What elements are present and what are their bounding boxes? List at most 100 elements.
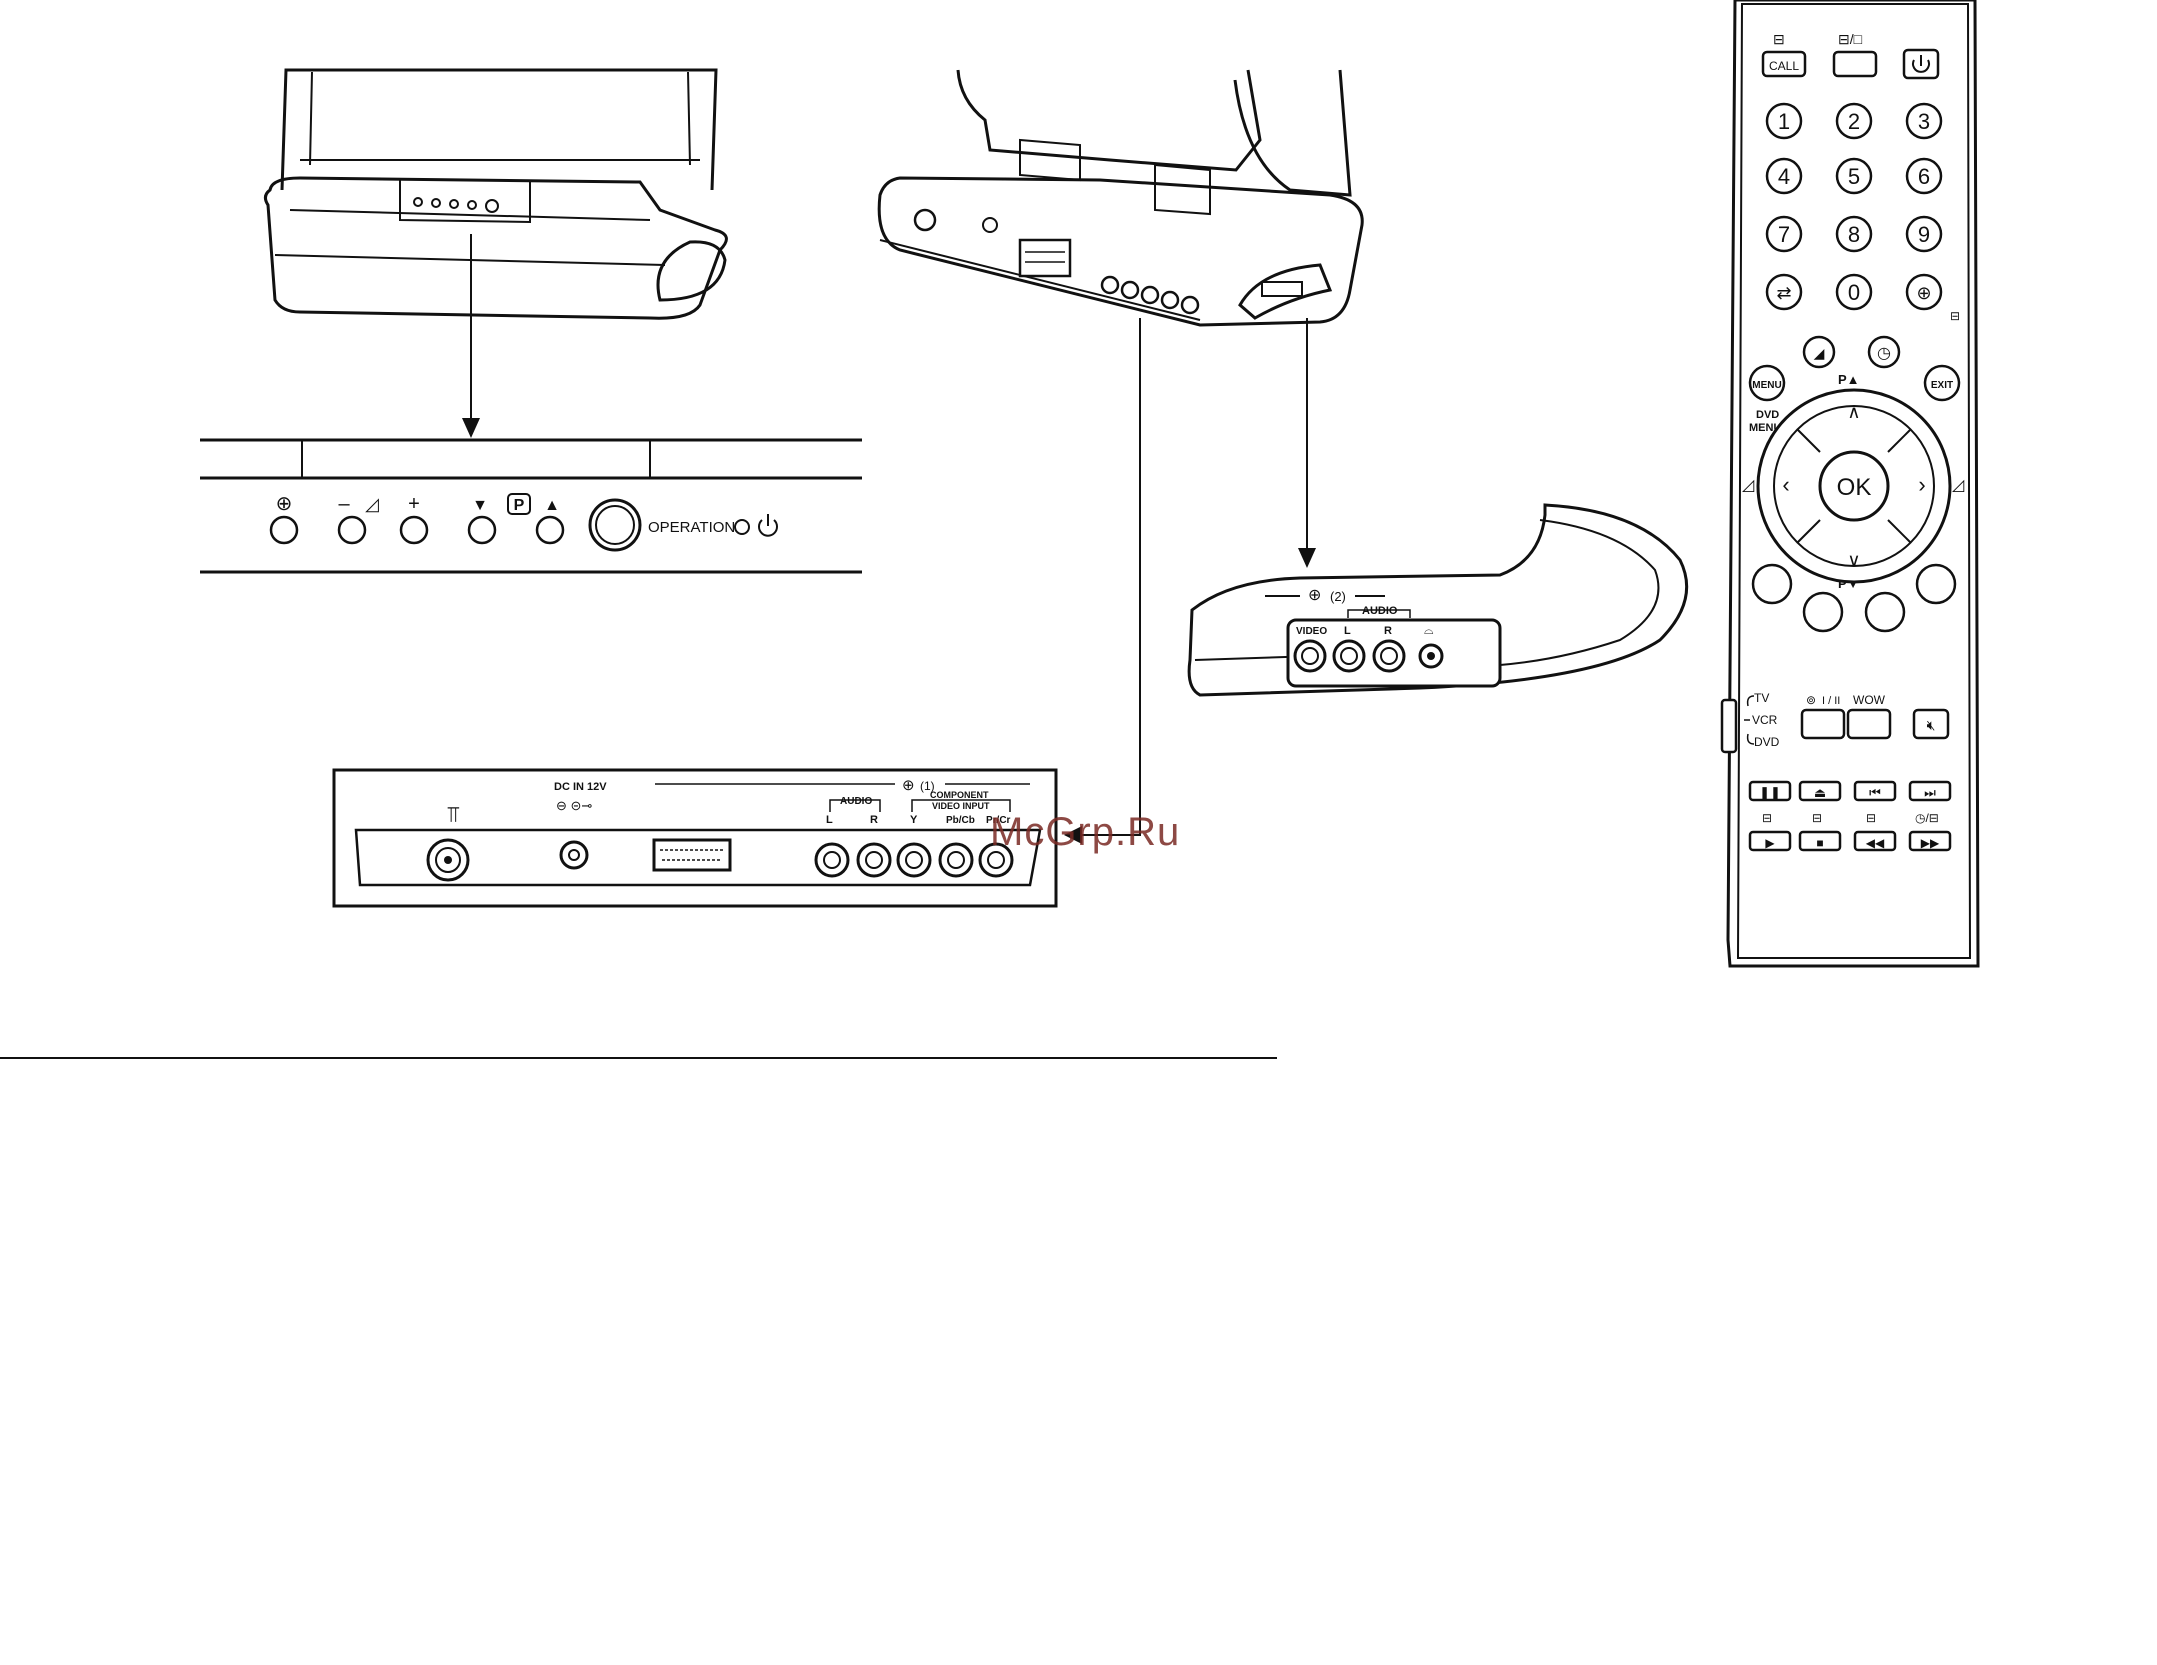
input-source-icon: ⊕ [276,493,293,515]
volume-down-icon: – [338,493,350,515]
nav-down-icon[interactable]: ∨ [1847,550,1860,570]
side-audio-label: AUDIO [1362,605,1398,617]
text-index-icon: ⊟ [1812,811,1822,825]
program-up-button[interactable] [537,517,563,543]
input-button[interactable] [271,517,297,543]
p-up-label: P▲ [1838,372,1860,387]
headphone-icon: ⌓ [1424,623,1434,637]
rear-audio-label: AUDIO [840,796,872,807]
skip-back-icon: ⏮ [1869,785,1881,800]
dc-polarity-icon: ⊖ ⊝⊸ [556,798,592,813]
component-label-2: VIDEO INPUT [932,801,990,811]
side-right-label: R [1384,625,1392,637]
wow-button[interactable] [1848,710,1890,738]
play-icon: ▶ [1765,836,1775,850]
skip-forward-icon: ⏭ [1924,785,1936,800]
red-button[interactable] [1753,565,1791,603]
text-subpage-icon: ⊟ [1866,811,1876,825]
digit-5-label: 5 [1848,164,1860,189]
rear-pb-label: Pb/Cb [946,815,975,826]
teletext-mix-icon: ⊟/□ [1838,31,1863,47]
pause-icon: ❚❚ [1759,785,1781,801]
side-video-label: VIDEO [1296,626,1327,637]
digit-0-label: 0 [1848,280,1860,305]
yellow-button[interactable] [1866,593,1904,631]
scart-socket[interactable] [654,840,730,870]
timer-icon: ◷ [1877,345,1891,362]
side-input-number: (2) [1330,589,1346,604]
volume-up-icon: + [408,493,420,515]
rear-l-label: L [826,814,833,826]
dc-in-label: DC IN 12V [554,781,607,793]
blue-button[interactable] [1917,565,1955,603]
navigation-pad: ∧ ∨ ‹ › OK [1758,390,1950,582]
rear-r-label: R [870,814,878,826]
stereo-icon: ⊚ [1806,693,1816,707]
volume-up-button[interactable] [401,517,427,543]
dvd-mode-label: DVD [1754,735,1780,749]
wow-label: WOW [1853,693,1886,707]
volume-down-side-icon: ◿ [1742,477,1755,494]
component-label-1: COMPONENT [930,790,989,800]
program-down-icon: ▼ [472,497,488,514]
program-down-button[interactable] [469,517,495,543]
picture-mode-icon: ◢ [1814,345,1825,361]
teletext-call-icon: ⊟ [1773,31,1785,47]
tv-rear-illustration [879,70,1362,325]
digit-1-label: 1 [1778,109,1790,134]
side-input-icon: ⊕ [1308,587,1321,604]
side-left-label: L [1344,625,1351,637]
dvd-menu-label-1: DVD [1756,409,1779,421]
stereo-button[interactable] [1802,710,1844,738]
menu-label: MENU [1752,380,1781,391]
text-hold-icon: ⊟ [1762,811,1772,825]
front-panel: ⊕ – ◿ + ▼ P ▲ OPERATION [200,440,862,572]
nav-right-icon[interactable]: › [1918,472,1925,497]
rear-y-label: Y [910,814,918,826]
digit-6-label: 6 [1918,164,1930,189]
side-av-panel: ⊕ (2) AUDIO VIDEO L R ⌓ [1189,505,1687,695]
exit-label: EXIT [1931,380,1953,391]
arrow-to-side-panel [1298,318,1316,568]
remote-control: ⊟ CALL ⊟/□ 1 2 3 4 5 6 7 [1722,0,1978,966]
rewind-icon: ◀◀ [1866,836,1885,850]
tv-front-mini-buttons [414,198,498,212]
nav-left-icon[interactable]: ‹ [1782,472,1789,497]
digit-9-label: 9 [1918,222,1930,247]
mode-slide-switch[interactable] [1722,700,1736,752]
volume-down-button[interactable] [339,517,365,543]
volume-up-side-icon: ◿ [1952,477,1965,494]
stop-icon: ■ [1816,836,1823,850]
operation-label: OPERATION [648,519,735,536]
tv-mode-label: TV [1754,691,1769,705]
digit-3-label: 3 [1918,109,1930,134]
green-button[interactable] [1804,593,1842,631]
program-up-icon: ▲ [544,497,560,514]
power-icon [759,514,777,536]
nav-up-icon[interactable]: ∧ [1847,402,1860,422]
swap-icon: ⇄ [1776,283,1791,303]
digit-4-label: 4 [1778,164,1790,189]
ok-label: OK [1837,474,1872,501]
arrow-to-rear-panel [1064,318,1140,844]
volume-ramp-icon: ◿ [365,494,379,514]
power-indicator-led [735,520,749,534]
digit-8-label: 8 [1848,222,1860,247]
call-label: CALL [1769,59,1799,73]
vcr-mode-label: VCR [1752,713,1778,727]
rear-connection-panel: ⫪ DC IN 12V ⊖ ⊝⊸ ⊕ (1) AUDIO COMPONENT V… [334,770,1056,906]
digit-7-label: 7 [1778,222,1790,247]
input-select-icon: ⊕ [1916,283,1931,303]
digit-2-label: 2 [1848,109,1860,134]
tv-front-illustration [265,70,726,318]
arrow-to-front-panel [462,234,480,438]
teletext-button[interactable] [1834,52,1876,76]
rear-input-icon: ⊕ [902,777,915,794]
mute-icon: 🔇︎ [1927,717,1936,733]
text-reveal-icon: ◷/⊟ [1915,811,1939,825]
program-P-icon: P [514,497,525,514]
watermark: McGrp.Ru [990,810,1180,855]
antenna-icon: ⫪ [447,802,459,827]
fast-forward-icon: ▶▶ [1921,836,1940,850]
screen-mode-icon: ⊟ [1950,309,1960,323]
